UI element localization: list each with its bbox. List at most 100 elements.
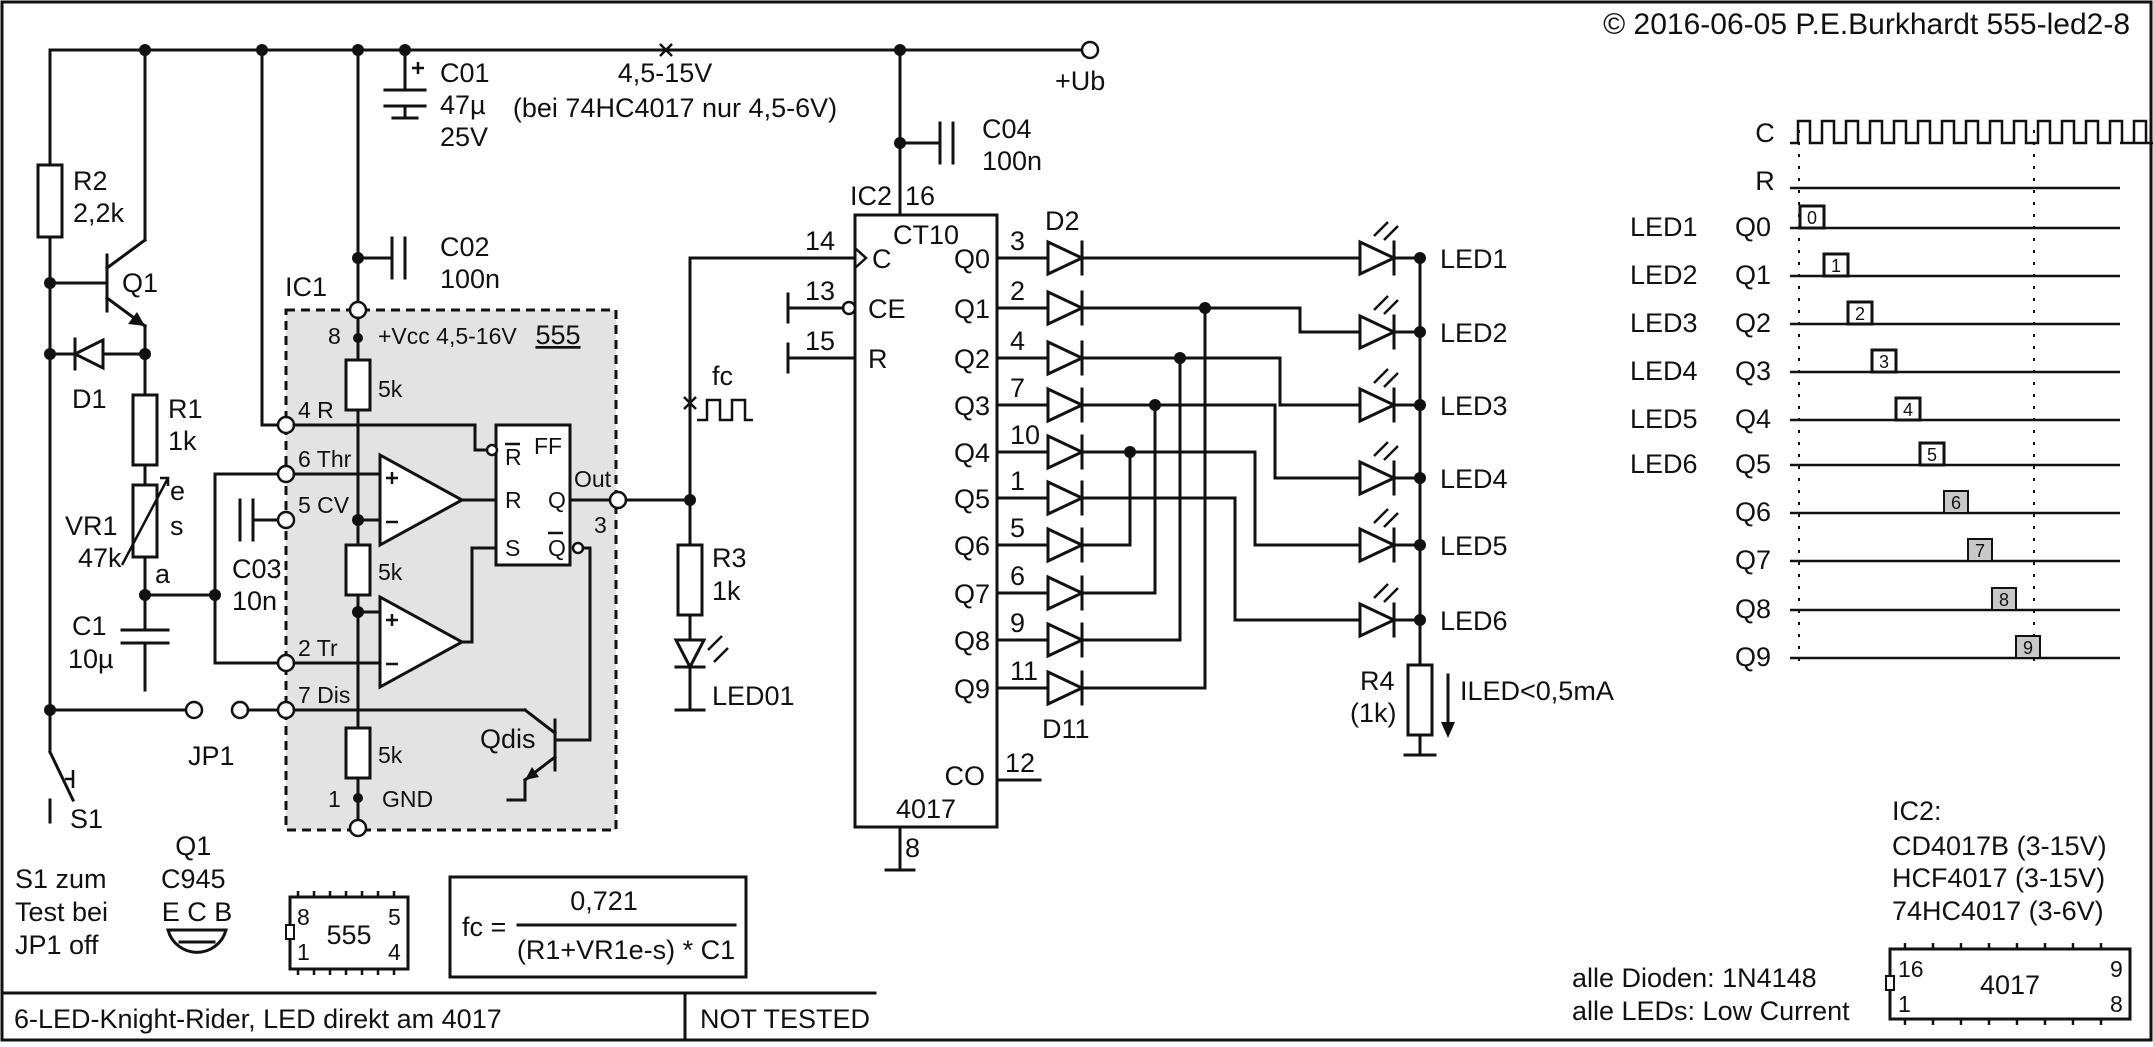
svg-text:Q: Q [548,487,566,513]
led01 [673,638,707,671]
pulse-q3-0 [1870,348,1898,374]
svg-text:5: 5 [388,904,401,930]
pulse-number-q1: 1 [1831,256,1841,276]
svg-text:R: R [505,487,522,513]
timing-q5: Q5 [1735,449,1771,479]
led-6 [1358,601,1398,639]
ic2-output-q4: Q4 [954,438,990,468]
supply-range: 4,5-15V [618,58,713,88]
ic1-pin8: 8 [328,323,341,349]
svg-text:2 Tr: 2 Tr [298,635,338,661]
timing-q7: Q7 [1735,545,1771,575]
timing-led-6: LED6 [1630,449,1698,479]
pulse-number-q8: 8 [1999,590,2009,610]
ic1-comparator-bottom [378,594,466,690]
led-label-4: LED4 [1440,464,1508,494]
pulse-q7-0 [1967,538,1993,562]
pulse-number-q4: 4 [1903,400,1913,420]
ic2-input-pin-13: 13 [805,276,835,306]
timing-led-1: LED1 [1630,212,1698,242]
ic2-output-q8: Q8 [954,626,990,656]
ic2-co-pin: 12 [1005,748,1035,778]
copyright-text: © 2016-06-05 P.E.Burkhardt 555-led2-8 [1603,8,2130,41]
ic2-input-ce: CE [868,294,906,324]
jp1-pin-1 [184,700,204,720]
diode-q8 [1046,621,1086,659]
timing-q0: Q0 [1735,212,1771,242]
qdis-label: Qdis [480,724,536,754]
ic2-output-pin-9: 9 [1010,608,1025,638]
vr1-pin-labels: e s a [155,476,193,589]
ic2-output-pin-11: 11 [1010,656,1038,686]
led-2 [1358,313,1398,351]
led01-label: LED01 [712,681,795,711]
timing-q8: Q8 [1735,594,1771,624]
ic2-output-pin-1: 1 [1010,466,1025,496]
frequency-formula-box [448,875,748,979]
ic2-input-clock: C [872,244,892,274]
svg-text:7 Dis: 7 Dis [298,682,350,708]
svg-text:5k: 5k [378,559,403,585]
ic1-r-bot [344,726,372,780]
led-label-3: LED3 [1440,391,1508,421]
ic1-r-top [344,358,372,412]
component-notes: alle Dioden: 1N4148 alle LEDs: Low Curre… [1572,963,1850,1026]
svg-text:Q: Q [548,535,566,561]
svg-text:S: S [505,535,520,561]
r1-label: R1 1k [168,394,210,456]
ic2-output-q7: Q7 [954,579,990,609]
timing-q4: Q4 [1735,404,1771,434]
ic2-output-q9: Q9 [954,674,990,704]
s1-note: S1 zum Test bei JP1 off [15,864,116,960]
diode-q7 [1046,574,1086,612]
d1-label: D1 [72,384,107,414]
ic2-part: 4017 [896,794,956,824]
pulse-q6-0 [1943,490,1969,514]
svg-text:555: 555 [326,920,371,950]
r4-resistor [1406,663,1434,737]
ic2-output-q0: Q0 [954,244,990,274]
ic2-4017-block [853,213,999,829]
ic1-vcc: +Vcc 4,5-16V [378,323,517,349]
ic1-out-label: Out [574,466,612,492]
svg-text:4 R: 4 R [298,397,334,423]
ic2-input-pin-15: 15 [805,326,835,356]
ic2-pin16: 16 [905,181,935,211]
timing-q3: Q3 [1735,356,1771,386]
ic2-co: CO [945,761,986,791]
timing-led-3: LED3 [1630,308,1698,338]
svg-text:5k: 5k [378,376,403,402]
ic2-output-pin-3: 3 [1010,226,1025,256]
ub-label: +Ub [1055,66,1105,96]
ic2-output-pin-5: 5 [1010,513,1025,543]
diode-q9 [1046,669,1086,707]
clock-waveform [1790,119,2153,145]
ic2-output-pin-4: 4 [1010,326,1025,356]
svg-text:8: 8 [2110,991,2123,1017]
svg-text:6 Thr: 6 Thr [298,446,352,472]
r2-resistor [36,163,64,239]
pulse-number-q0: 0 [1807,208,1817,228]
diode-q5 [1046,479,1086,517]
svg-text:4: 4 [388,939,401,965]
fc-label: fc [712,361,733,391]
supply-note: (bei 74HC4017 nur 4,5-6V) [513,93,837,123]
timing-led-2: LED2 [1630,260,1698,290]
led-5 [1358,526,1398,564]
ic1-flipflop [494,423,572,567]
ic2-output-q3: Q3 [954,391,990,421]
svg-text:5k: 5k [378,742,403,768]
d11-label: D11 [1042,714,1090,744]
pulse-number-q9: 9 [2023,638,2033,658]
diode-q2 [1046,339,1086,377]
led-4 [1358,459,1398,497]
pulse-q5-0 [1918,441,1946,467]
diode-q0 [1046,239,1086,277]
svg-text:FF: FF [534,433,562,459]
ic2-pin8: 8 [905,833,920,863]
pulse-number-q2: 2 [1855,304,1865,324]
ic1-comparator-top [378,452,466,548]
